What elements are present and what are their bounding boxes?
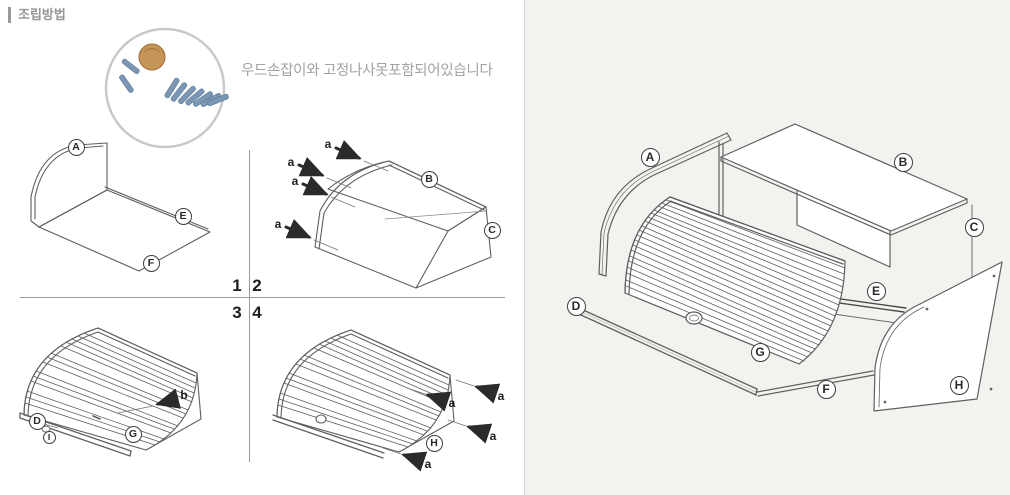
wood-knob-photo — [138, 43, 166, 71]
panel-divider — [524, 0, 525, 495]
part-label-i-step3: I — [42, 430, 56, 444]
step-grid-horizontal-divider — [20, 297, 505, 298]
part-label-d-step3: D — [28, 412, 46, 430]
step2-diagram — [284, 139, 492, 289]
step4-diagram — [272, 329, 501, 472]
knob-exploded — [685, 311, 703, 325]
screw-label-a: a — [324, 137, 332, 151]
screw-label-a: a — [489, 429, 497, 443]
part-label-f-step1: F — [142, 254, 160, 272]
screws-photo — [119, 74, 229, 107]
page-title: 조립방법 — [8, 7, 66, 23]
screw-label-a: a — [287, 155, 295, 169]
included-note: 우드손잡이와 고정나사못포함되어있습니다 — [241, 63, 493, 79]
step-number-4: 4 — [252, 303, 262, 322]
step-grid-vertical-divider — [249, 150, 250, 462]
knob-drawing — [315, 414, 327, 424]
screw-label-a: a — [274, 217, 282, 231]
screw-label-a: a — [424, 457, 432, 471]
exploded-label-a: A — [640, 147, 660, 167]
part-label-h-step4: H — [425, 434, 443, 452]
part-label-c-step2: C — [483, 221, 501, 239]
screw-label-b: b — [180, 388, 188, 402]
exploded-label-e: E — [866, 281, 886, 301]
included-hardware-photo — [104, 27, 229, 149]
exploded-label-f: F — [816, 379, 836, 399]
step-number-2: 2 — [252, 276, 262, 295]
step-number-3: 3 — [232, 303, 242, 322]
step3-diagram — [19, 327, 202, 457]
exploded-label-g: G — [750, 342, 770, 362]
screw-photo — [121, 58, 140, 75]
screw-label-a: a — [448, 396, 456, 410]
side-panel-part-h — [873, 261, 1003, 412]
top-panel-part-b — [720, 123, 968, 232]
exploded-label-c: C — [964, 217, 984, 237]
exploded-diagram — [580, 123, 1003, 412]
tambour-door-part-g — [624, 196, 846, 365]
exploded-label-d: D — [566, 296, 586, 316]
screw-label-a: a — [291, 174, 299, 188]
curved-frame-part-a — [598, 132, 732, 277]
part-label-g-step3: G — [124, 425, 142, 443]
bottom-rail-part-f — [756, 370, 875, 397]
step-number-1: 1 — [232, 276, 242, 295]
part-label-a-step1: A — [67, 138, 85, 156]
exploded-label-b: B — [893, 152, 913, 172]
screw-label-a: a — [497, 389, 505, 403]
part-label-b-step2: B — [420, 170, 438, 188]
part-label-e-step1: E — [174, 207, 192, 225]
exploded-label-h: H — [949, 375, 969, 395]
